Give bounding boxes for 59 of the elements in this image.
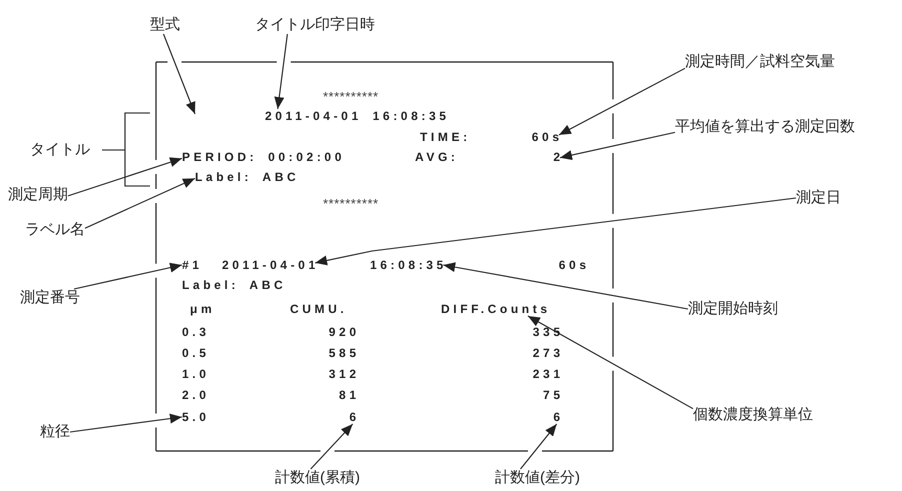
callout-label: 平均値を算出する測定回数	[675, 118, 855, 136]
leader-line	[560, 132, 676, 160]
printout-text: 2.0	[182, 388, 210, 402]
printout-text: DIFF.Counts	[441, 302, 551, 316]
printout-text: #1	[182, 258, 203, 272]
leader-line	[70, 414, 182, 433]
printout-text: μm	[190, 302, 216, 316]
callout-label: ラベル名	[25, 221, 85, 239]
printout-text: 312	[328, 367, 360, 381]
leader-line	[74, 262, 182, 290]
printout-text: AVG:	[415, 150, 459, 164]
asterisk-rule: **********	[323, 197, 379, 211]
leader-line	[84, 178, 196, 229]
callout-label: タイトル	[30, 141, 90, 159]
printout-text: 335	[532, 325, 564, 339]
callout-label: 測定時間／試料空気量	[685, 53, 835, 71]
callout-label: 型式	[150, 16, 180, 34]
printout-text: 0.5	[182, 346, 210, 360]
printout-text: CUMU.	[290, 302, 348, 316]
callout-label: 粒径	[40, 423, 70, 441]
printout-text: 6	[553, 410, 564, 424]
printout-text: Label: ABC	[182, 278, 286, 292]
printout-text: 273	[532, 346, 564, 360]
printout-text: 81	[339, 388, 360, 402]
callout-label: 測定日	[796, 189, 841, 207]
asterisk-rule: **********	[323, 90, 379, 104]
leader-line	[520, 424, 558, 470]
printout-text: Label: ABC	[195, 170, 300, 184]
leader-line	[528, 316, 694, 410]
leader-line	[310, 424, 354, 470]
leader-line	[274, 34, 288, 110]
printout-text: 75	[543, 388, 564, 402]
printout-text: 6	[349, 410, 360, 424]
callout-label: 測定開始時刻	[688, 300, 778, 318]
printout-text: 60s	[558, 258, 590, 272]
callout-label: 計数値(差分)	[495, 469, 580, 487]
leader-line	[68, 157, 182, 196]
callout-label: 測定番号	[20, 289, 80, 307]
printout-text: 2011-04-01	[222, 258, 319, 272]
leader-line	[443, 262, 688, 310]
leader-line	[314, 197, 796, 266]
printout-text: 920	[328, 325, 360, 339]
printout-text: 585	[328, 346, 360, 360]
leader-line	[162, 34, 196, 114]
callout-label: 測定周期	[8, 186, 68, 204]
printout-text: 231	[532, 367, 564, 381]
callout-label: 計数値(累積)	[275, 469, 360, 487]
printout-text: 1.0	[182, 367, 210, 381]
printout-text: 0.3	[182, 325, 210, 339]
printout-text: 60s	[532, 130, 563, 144]
printout-text: PERIOD: 00:02:00	[182, 150, 345, 164]
callout-label: タイトル印字日時	[255, 16, 375, 34]
printout-text: 5.0	[182, 410, 210, 424]
printout-text: TIME:	[420, 130, 471, 144]
printout-text: 2	[553, 150, 564, 164]
printout-text: 16:08:35	[370, 258, 447, 272]
callout-label: 個数濃度換算単位	[693, 406, 813, 424]
printout-text: 2011-04-01 16:08:35	[265, 109, 450, 123]
leader-line	[558, 68, 686, 136]
